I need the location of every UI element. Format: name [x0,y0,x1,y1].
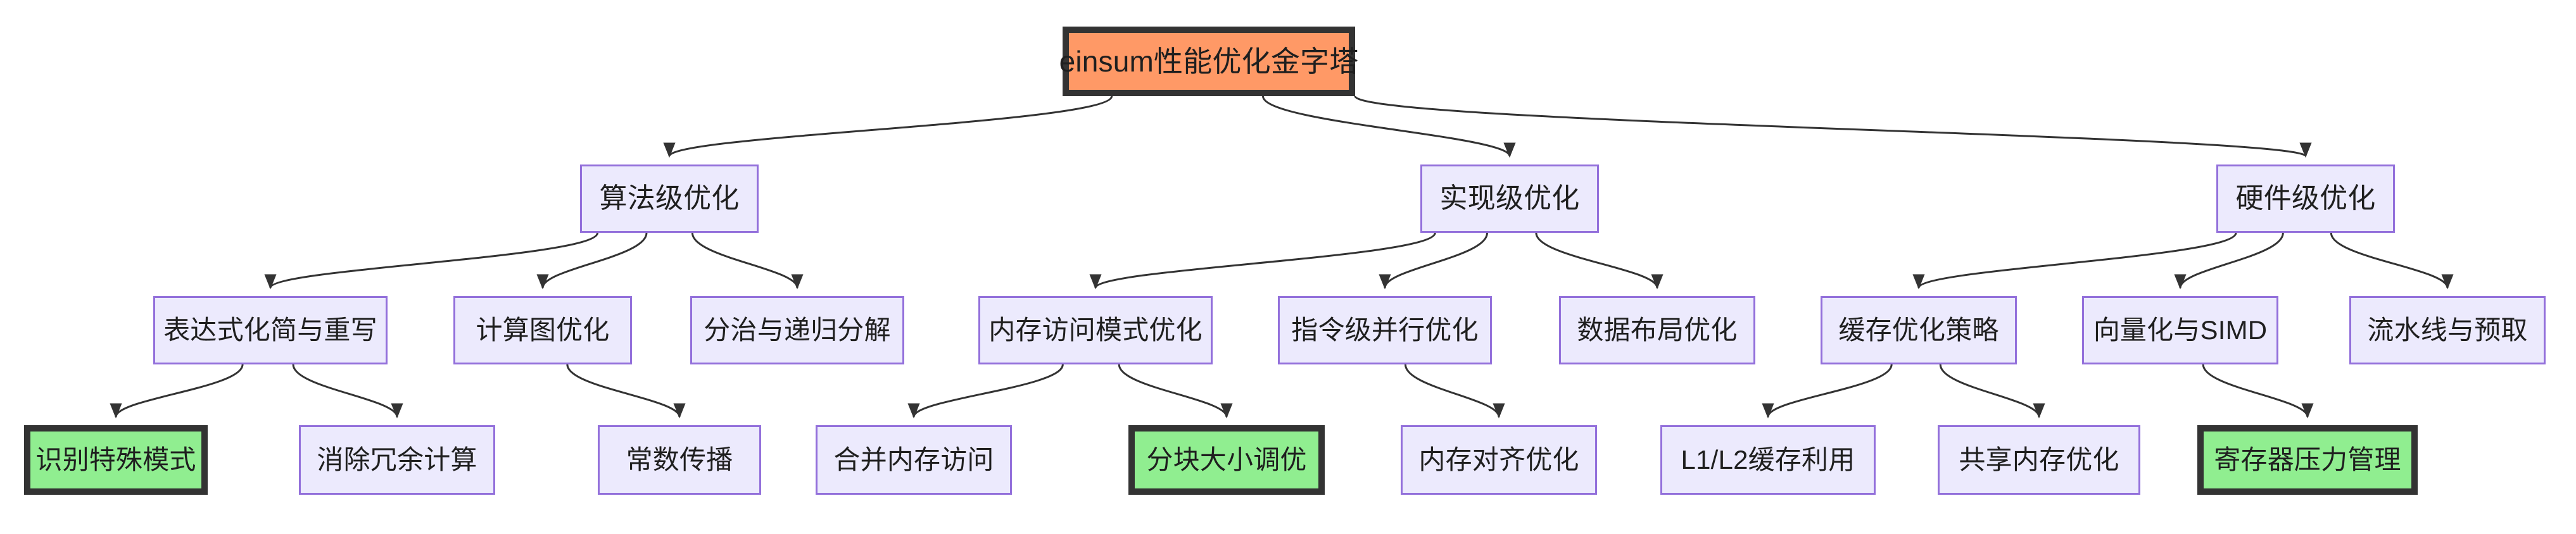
edge-cache-to-l1l2 [1762,364,1893,419]
node-const[interactable]: 常数传播 [598,425,761,495]
node-tile[interactable]: 分块大小调优 [1128,425,1325,495]
node-label: 数据布局优化 [1577,314,1738,345]
node-label: 寄存器压力管理 [2214,444,2401,475]
node-pattern[interactable]: 识别特殊模式 [24,425,208,495]
node-label: 表达式化简与重写 [163,314,377,345]
edge-hw-to-simd [2174,232,2284,290]
node-label: 向量化与SIMD [2093,314,2268,345]
node-redundant[interactable]: 消除冗余计算 [299,425,495,495]
node-label: 合并内存访问 [833,444,994,475]
node-label: 指令级并行优化 [1291,314,1479,345]
node-label: 计算图优化 [476,314,610,345]
node-layout[interactable]: 数据布局优化 [1559,296,1755,364]
node-cache[interactable]: 缓存优化策略 [1821,296,2017,364]
edge-expr-to-pattern [110,364,244,419]
node-ilp[interactable]: 指令级并行优化 [1278,296,1492,364]
edge-simd-to-reg [2202,364,2314,419]
edge-root-to-algo [663,96,1113,158]
edge-hw-to-cache [1912,232,2237,290]
node-label: L1/L2缓存利用 [1681,444,1855,475]
node-label: 硬件级优化 [2235,182,2376,214]
node-algo[interactable]: 算法级优化 [580,165,759,233]
node-pipe[interactable]: 流水线与预取 [2349,296,2546,364]
node-label: 缓存优化策略 [1838,314,1999,345]
edge-algo-to-graph [536,232,648,290]
node-hw[interactable]: 硬件级优化 [2216,165,2395,233]
node-mem[interactable]: 内存访问模式优化 [978,296,1213,364]
node-label: einsum性能优化金字塔 [1059,44,1359,78]
node-label: 流水线与预取 [2367,314,2528,345]
node-label: 分块大小调优 [1146,444,1307,475]
node-label: 内存对齐优化 [1418,444,1579,475]
node-shared[interactable]: 共享内存优化 [1938,425,2140,495]
node-simd[interactable]: 向量化与SIMD [2082,296,2278,364]
edge-expr-to-redundant [292,364,403,419]
node-label: 算法级优化 [599,182,740,214]
edge-root-to-hw [1354,95,2311,158]
node-coalesce[interactable]: 合并内存访问 [816,425,1012,495]
edge-mem-to-coalesce [907,364,1064,419]
node-label: 识别特殊模式 [35,444,196,475]
node-root[interactable]: einsum性能优化金字塔 [1059,27,1358,96]
node-divide[interactable]: 分治与递归分解 [690,296,904,364]
node-expr[interactable]: 表达式化简与重写 [153,296,388,364]
edge-cache-to-shared [1939,364,2045,419]
node-graph[interactable]: 计算图优化 [453,296,632,364]
node-l1l2[interactable]: L1/L2缓存利用 [1660,425,1876,495]
edge-hw-to-pipe [2330,232,2454,290]
edge-mem-to-tile [1118,364,1233,419]
node-label: 内存访问模式优化 [988,314,1203,345]
node-align[interactable]: 内存对齐优化 [1401,425,1597,495]
edge-algo-to-expr [264,232,599,290]
edge-graph-to-const [566,364,686,419]
node-label: 共享内存优化 [1959,444,2119,475]
edge-impl-to-mem [1089,232,1436,290]
node-label: 分治与递归分解 [704,314,891,345]
edge-algo-to-divide [691,232,804,290]
edge-impl-to-layout [1535,232,1664,290]
node-label: 常数传播 [626,444,733,475]
node-reg[interactable]: 寄存器压力管理 [2197,425,2418,495]
edge-impl-to-ilp [1379,232,1489,290]
node-label: 实现级优化 [1439,182,1580,214]
node-label: 消除冗余计算 [317,444,477,475]
edge-ilp-to-align [1404,364,1505,419]
edge-root-to-impl [1262,96,1516,158]
node-impl[interactable]: 实现级优化 [1420,165,1599,233]
